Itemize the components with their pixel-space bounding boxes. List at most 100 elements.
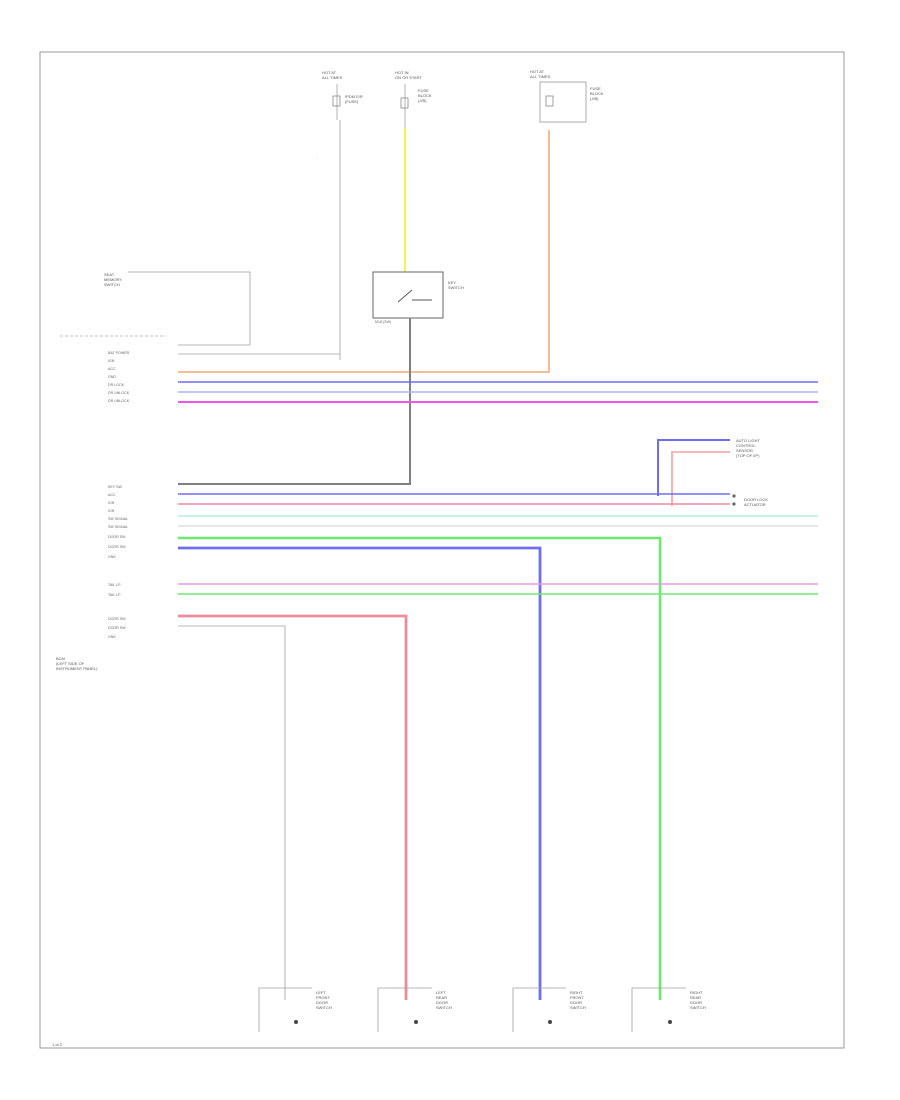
bcm-pin-mid-8: DOOR SW xyxy=(108,545,126,549)
bcm-pin-top-2: IGN xyxy=(108,359,115,363)
wire-gray xyxy=(178,318,411,485)
fuse-b-box-2: BLOCK xyxy=(418,93,432,98)
bcm-pin-low-2: TAIL LP xyxy=(108,593,121,597)
switch-1-ground xyxy=(294,1020,298,1024)
switch-1-frame xyxy=(258,987,312,1032)
wire-pink-down xyxy=(178,614,408,1000)
bcm-pin-mid-3: IGN xyxy=(108,501,115,505)
door-lock-label-2: ACTUATOR xyxy=(744,502,766,507)
switch-4-label-3: DOOR xyxy=(690,1000,702,1005)
key-switch-box xyxy=(372,271,444,319)
auto-light-label-4: (TOP OF I/P) xyxy=(736,453,760,458)
bcm-pin-top-7: DR UNLOCK xyxy=(108,399,130,403)
bcm-pin-bottom-1: DOOR SW xyxy=(108,617,126,621)
bottom-switch-4: RIGHT REAR DOOR SWITCH xyxy=(631,987,706,1032)
fuse-c-box-1: FUSE xyxy=(590,86,601,91)
bcm-pin-low-1: TAIL LP xyxy=(108,583,121,587)
switch-4-ground xyxy=(668,1020,672,1024)
bcm-note-1: BCM xyxy=(56,656,65,661)
switch-2-frame xyxy=(377,987,432,1032)
switch-1-label-1: LEFT xyxy=(316,990,326,995)
fuse-c-block: HOT AT ALL TIMES FUSE BLOCK (J/B) xyxy=(530,69,604,123)
wire-salmon-right xyxy=(671,451,730,506)
switch-3-ground xyxy=(548,1020,552,1024)
switch-2-label-1: LEFT xyxy=(436,990,446,995)
bcm-note-3: INSTRUMENT PANEL) xyxy=(56,666,98,671)
switch-4-frame xyxy=(631,987,686,1032)
bcm-note-2: (LEFT SIDE OF xyxy=(56,661,85,666)
fuse-a-box-1: IPDM E/R xyxy=(345,94,363,99)
bcm-pin-mid-5: SW SIGNAL xyxy=(108,517,128,521)
wire-orange xyxy=(178,130,550,373)
bcm-pin-mid-4: IGN xyxy=(108,509,115,513)
bottom-switch-3: RIGHT FRONT DOOR SWITCH xyxy=(512,987,586,1032)
bottom-switch-2: LEFT REAR DOOR SWITCH xyxy=(377,987,452,1032)
switch-1-label-4: SWITCH xyxy=(316,1005,332,1010)
fuse-a-label-1: HOT AT xyxy=(322,70,337,75)
switch-2-ground xyxy=(414,1020,418,1024)
key-switch-tag: M18 (SW) xyxy=(375,320,391,324)
key-switch-label-1: KEY xyxy=(448,280,456,285)
switch-2-label-4: SWITCH xyxy=(436,1005,452,1010)
bcm-pin-top-3: ACC xyxy=(108,367,116,371)
switch-3-label-1: RIGHT xyxy=(570,990,583,995)
auto-light-sensor: AUTO LIGHT CONTROL SENSOR (TOP OF I/P) xyxy=(657,438,760,506)
bcm-pin-top-4: GND xyxy=(108,375,116,379)
page-footer: 1 of 2 xyxy=(52,1042,63,1047)
bcm-pin-mid-1: KEY SW xyxy=(108,485,123,489)
bcm-note: BCM (LEFT SIDE OF INSTRUMENT PANEL) xyxy=(56,656,98,671)
fuse-b-label-1: HOT IN xyxy=(395,70,409,75)
seat-memory-wire xyxy=(128,271,251,346)
seat-memory-label-2: MEMORY xyxy=(104,277,122,282)
bcm-pin-top-1: BAT POWER xyxy=(108,351,130,355)
bcm-pin-mid-2: ACC xyxy=(108,493,116,497)
door-lock-label-1: DOOR LOCK xyxy=(744,497,768,502)
fuse-a-label-2: ALL TIMES xyxy=(322,75,343,80)
door-lock-pin-1 xyxy=(732,494,736,498)
auto-light-label-2: CONTROL xyxy=(736,443,756,448)
fuse-b-block: HOT IN ON OR START FUSE BLOCK (J/B) xyxy=(395,70,432,130)
switch-2-label-3: DOOR xyxy=(436,1000,448,1005)
seat-memory-label-1: SEAT xyxy=(104,272,115,277)
switch-4-label-2: REAR xyxy=(690,995,701,1000)
fuse-a-box-2: (FUSE) xyxy=(345,99,359,104)
door-lock-actuator: DOOR LOCK ACTUATOR xyxy=(732,494,768,507)
bcm-mid-pins: KEY SW ACC IGN IGN SW SIGNAL SW SIGNAL D… xyxy=(108,485,128,559)
bcm-pin-top-5: DR LOCK xyxy=(108,383,125,387)
switch-4-label-1: RIGHT xyxy=(690,990,703,995)
fuse-c-box-2: BLOCK xyxy=(590,91,604,96)
fuse-b-box-3: (J/B) xyxy=(418,98,427,103)
wire-light-down xyxy=(178,625,286,1000)
switch-1-label-3: DOOR xyxy=(316,1000,328,1005)
wire-blue-down xyxy=(178,546,542,1000)
switch-4-label-4: SWITCH xyxy=(690,1005,706,1010)
fuse-a-symbol xyxy=(332,95,341,107)
switch-3-frame xyxy=(512,987,566,1032)
bcm-pin-bottom-2: DOOR SW xyxy=(108,626,126,630)
switch-3-label-3: DOOR xyxy=(570,1000,582,1005)
key-switch-label-2: SWITCH xyxy=(448,285,464,290)
bcm-pin-bottom-3: GND xyxy=(108,635,116,639)
seat-memory-label-3: SWITCH xyxy=(104,282,120,287)
door-lock-pin-2 xyxy=(732,502,736,506)
key-switch-contact xyxy=(397,289,413,303)
bcm-low-pins: TAIL LP TAIL LP xyxy=(108,583,121,597)
fuse-c-box-3: (J/B) xyxy=(590,96,599,101)
fuse-b-box-1: FUSE xyxy=(418,88,429,93)
diagram-frame xyxy=(39,51,845,1049)
bcm-pin-mid-7: DOOR SW xyxy=(108,535,126,539)
fuse-c-label-2: ALL TIMES xyxy=(530,74,551,79)
seat-memory-switch: SEAT MEMORY SWITCH xyxy=(60,271,251,346)
fuse-b-label-2: ON OR START xyxy=(395,75,423,80)
fuse-c-label-1: HOT AT xyxy=(530,69,545,74)
switch-3-label-2: FRONT xyxy=(570,995,584,1000)
auto-light-label-1: AUTO LIGHT xyxy=(736,438,760,443)
bottom-switch-1: LEFT FRONT DOOR SWITCH xyxy=(258,987,332,1032)
fuse-b-symbol xyxy=(400,97,409,109)
fuse-a-block: HOT AT ALL TIMES IPDM E/R (FUSE) xyxy=(322,70,363,120)
fuse-c-frame xyxy=(539,81,587,123)
wire-blue-right xyxy=(657,439,730,496)
bcm-pin-mid-6: SW SIGNAL xyxy=(108,525,128,529)
bcm-pin-mid-9: GND xyxy=(108,555,116,559)
